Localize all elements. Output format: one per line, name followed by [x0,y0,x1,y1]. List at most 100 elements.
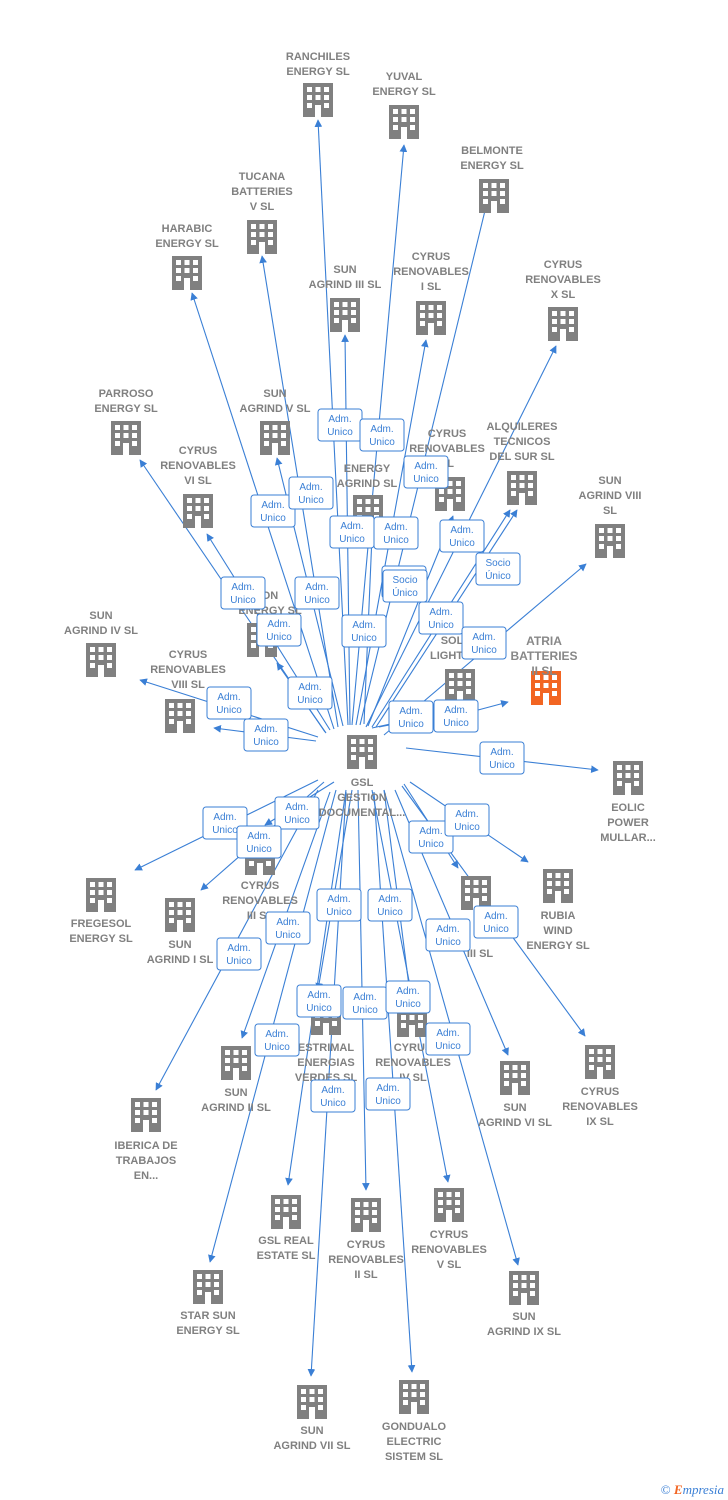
company-node-solar_hidden[interactable]: III SL [461,876,493,960]
role-badge-text: Adm. [399,706,422,717]
role-badge-text: Unico [284,815,310,826]
role-badge[interactable]: Adm.Unico [236,825,282,859]
role-badge[interactable]: Adm.Unico [206,686,252,720]
role-badge[interactable]: Adm.Unico [439,519,485,553]
role-badge[interactable]: Adm.Unico [425,1022,471,1056]
company-name-line: II SL [531,664,556,678]
role-badge[interactable]: Adm.Unico [250,494,296,528]
role-badge[interactable]: Adm.Unico [294,576,340,610]
role-badge-text: Adm. [276,917,299,928]
building-icon [247,220,277,254]
role-badge[interactable]: Adm.Unico [473,905,519,939]
role-badge[interactable]: Adm.Unico [316,888,362,922]
company-node-eolic[interactable]: EOLICPOWERMULLAR... [600,761,656,844]
role-badge[interactable]: Adm.Unico [243,718,289,752]
company-name-line: CYRUS [412,251,451,263]
building-icon [434,1188,464,1222]
company-name-line: SUN [263,388,286,400]
role-badge[interactable]: Adm.Unico [385,980,431,1014]
role-badge[interactable]: Adm.Unico [274,796,320,830]
building-icon [500,1061,530,1095]
role-badge[interactable]: Adm.Unico [425,918,471,952]
role-badge[interactable]: Adm.Unico [342,986,388,1020]
role-badge[interactable]: Adm.Unico [367,888,413,922]
company-name-line: BELMONTE [461,145,523,157]
role-badge[interactable]: Adm.Unico [341,614,387,648]
company-node-gsl[interactable]: GSLGESTIONDOCUMENTAL... [319,735,406,819]
role-badge[interactable]: Adm.Unico [388,700,434,734]
company-node-iberica[interactable]: IBERICA DETRABAJOSEN... [114,1098,178,1182]
role-badge-text: Adm. [298,682,321,693]
role-badge[interactable]: Adm.Unico [403,455,449,489]
role-badge[interactable]: Adm.Unico [433,699,479,733]
role-badge[interactable]: Adm.Unico [479,741,525,775]
role-badge[interactable]: Adm.Unico [317,408,363,442]
role-badge[interactable]: Adm.Unico [288,476,334,510]
role-badge[interactable]: Adm.Unico [254,1023,300,1057]
role-badge[interactable]: Adm.Unico [365,1077,411,1111]
company-name-line: WIND [543,925,572,937]
role-badge-text: Adm. [307,990,330,1001]
role-badge-text: Adm. [450,525,473,536]
role-badge[interactable]: Adm.Unico [202,806,248,840]
role-badge[interactable]: Adm.Unico [408,820,454,854]
role-badge[interactable]: Adm.Unico [359,418,405,452]
role-badge[interactable]: Adm.Unico [461,626,507,660]
role-badge[interactable]: Adm.Unico [444,803,490,837]
role-badge-text: Adm. [353,992,376,1003]
role-badge[interactable]: Adm.Unico [310,1079,356,1113]
role-badge-text: Socio [485,558,510,569]
role-badge[interactable]: Adm.Unico [265,911,311,945]
role-badge[interactable]: Adm.Unico [418,601,464,635]
company-name-line: AGRIND IV SL [64,625,138,637]
role-badge[interactable]: Adm.Unico [216,937,262,971]
role-badge[interactable]: Adm.Unico [296,984,342,1018]
role-badge[interactable]: Adm.Unico [329,515,375,549]
building-icon [507,471,537,505]
role-badge[interactable]: Adm.Unico [373,516,419,550]
role-badge-text: Adm. [436,1028,459,1039]
company-name-line: I SL [421,281,441,293]
role-badge[interactable]: Adm.Unico [256,613,302,647]
role-badge[interactable]: Adm.Unico [287,676,333,710]
copyright-symbol: © [660,1482,671,1497]
building-icon [509,1271,539,1305]
building-icon [585,1045,615,1079]
role-badge[interactable]: Adm.Unico [220,576,266,610]
company-name-line: DOCUMENTAL... [319,807,406,819]
